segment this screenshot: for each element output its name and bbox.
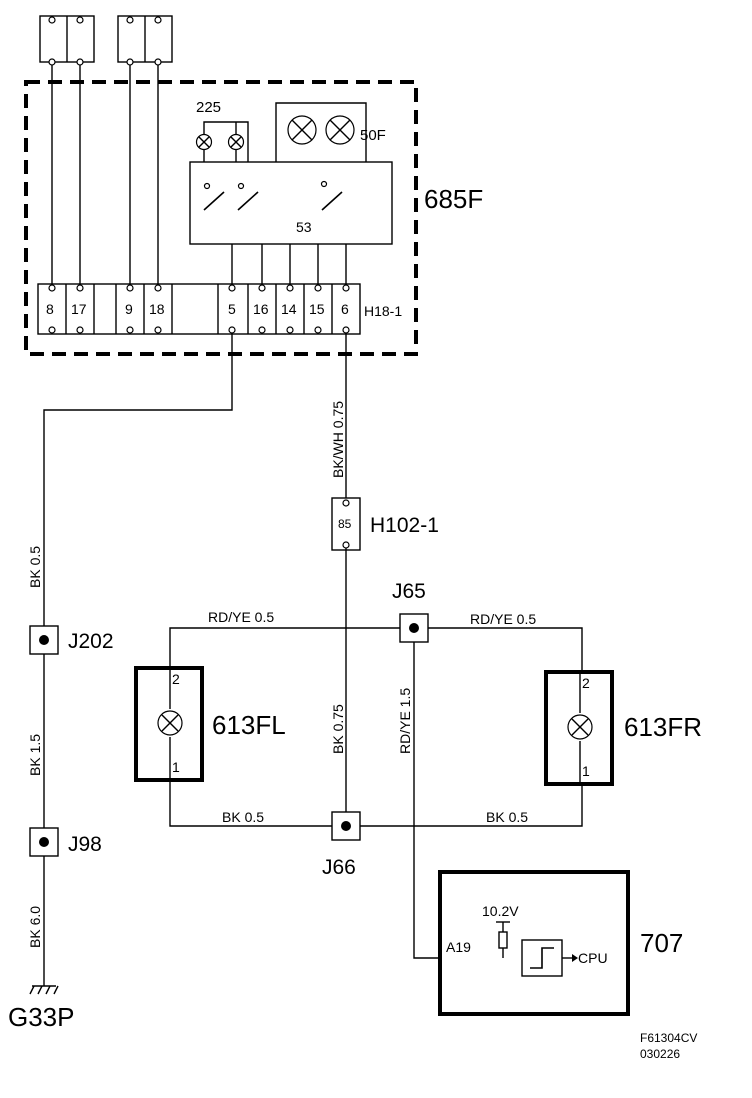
lamp-613FR-pin-top: 2 — [582, 675, 590, 691]
wire-bkwh: BK/WH 0.75 — [330, 333, 347, 500]
module-685F-outline — [24, 80, 418, 356]
wire-ground-left: BK 0.5 BK 1.5 BK 6.0 — [27, 333, 233, 986]
junction-j65-label: J65 — [392, 580, 426, 603]
junction-j66: J66 — [322, 811, 361, 879]
switch-box-53: 53 — [189, 161, 393, 245]
junction-j98-label: J98 — [68, 833, 102, 856]
footer-date: 030226 — [640, 1047, 680, 1061]
pin-label-16: 16 — [253, 301, 269, 317]
wire-label-rdye-15: RD/YE 1.5 — [397, 688, 413, 754]
connector-h18-1: 8 17 9 18 5 16 14 15 6 — [37, 283, 361, 335]
wires-top-to-h18 — [51, 65, 159, 288]
module-685F-label: 685F — [424, 184, 483, 214]
ground-g33p-label: G33P — [8, 1002, 75, 1032]
top-connector-left — [39, 15, 95, 66]
pin-a19-label: A19 — [446, 939, 471, 955]
pin-label-8: 8 — [46, 301, 54, 317]
top-connector-right — [117, 15, 173, 66]
lamp-613FL-pin-top: 2 — [172, 671, 180, 687]
wire-bk-075: BK 0.75 — [330, 548, 347, 812]
cpu-label: CPU — [578, 950, 608, 966]
connector-h102-1: 85 H102-1 — [331, 497, 439, 551]
pin-label-5: 5 — [228, 301, 236, 317]
lamp-613FR: 2 1 613FR — [544, 670, 702, 786]
junction-j66-label: J66 — [322, 856, 356, 879]
lamp-613FL-label: 613FL — [212, 710, 286, 740]
wire-label-bk-075: BK 0.75 — [330, 704, 346, 754]
module-707: A19 10.2V CPU 707 — [438, 870, 683, 1016]
junction-j65: J65 — [392, 580, 429, 643]
lamp-613FR-pin-bottom: 1 — [582, 763, 590, 779]
voltage-label: 10.2V — [482, 903, 519, 919]
lamp-613FR-label: 613FR — [624, 712, 702, 742]
pin-label-9: 9 — [125, 301, 133, 317]
wires-switch-to-h18 — [231, 244, 347, 288]
module-707-label: 707 — [640, 928, 683, 958]
wire-label-rdye-05-left: RD/YE 0.5 — [208, 609, 274, 625]
footer-code: F61304CV — [640, 1031, 697, 1045]
bulbs-50F-label: 50F — [360, 127, 386, 144]
wire-label-bk-05-bottom-right: BK 0.5 — [486, 809, 528, 825]
wire-bk-rail: BK 0.5 BK 0.5 — [169, 780, 583, 827]
junction-j202-label: J202 — [68, 630, 114, 653]
bulbs-50F: 50F — [275, 102, 386, 162]
switch-box-label: 53 — [296, 219, 312, 235]
wire-label-bk-05-bottom-left: BK 0.5 — [222, 809, 264, 825]
pin-label-18: 18 — [149, 301, 165, 317]
lamp-613FL-pin-bottom: 1 — [172, 759, 180, 775]
pin-label-15: 15 — [309, 301, 325, 317]
connector-h102-1-label: H102-1 — [370, 514, 439, 537]
wire-rdye-rail: RD/YE 0.5 RD/YE 0.5 — [169, 609, 583, 672]
ground-symbol: G33P — [8, 985, 75, 1032]
wire-label-rdye-05-right: RD/YE 0.5 — [470, 611, 536, 627]
wire-label-bk-60: BK 6.0 — [27, 906, 43, 948]
pin-label-17: 17 — [71, 301, 87, 317]
wire-label-bk-05-left: BK 0.5 — [27, 546, 43, 588]
junction-j98: J98 — [29, 827, 102, 857]
wire-label-bkwh-075: BK/WH 0.75 — [330, 401, 346, 478]
lamp-613FL: 2 1 613FL — [134, 666, 286, 782]
connector-h18-1-label: H18-1 — [364, 303, 402, 319]
bulbs-225: 225 — [195, 99, 249, 162]
wire-label-bk-15: BK 1.5 — [27, 734, 43, 776]
pin-label-6: 6 — [341, 301, 349, 317]
bulbs-225-label: 225 — [196, 99, 221, 116]
pin-label-14: 14 — [281, 301, 297, 317]
pin-label-85: 85 — [338, 517, 352, 531]
junction-j202: J202 — [29, 625, 114, 655]
